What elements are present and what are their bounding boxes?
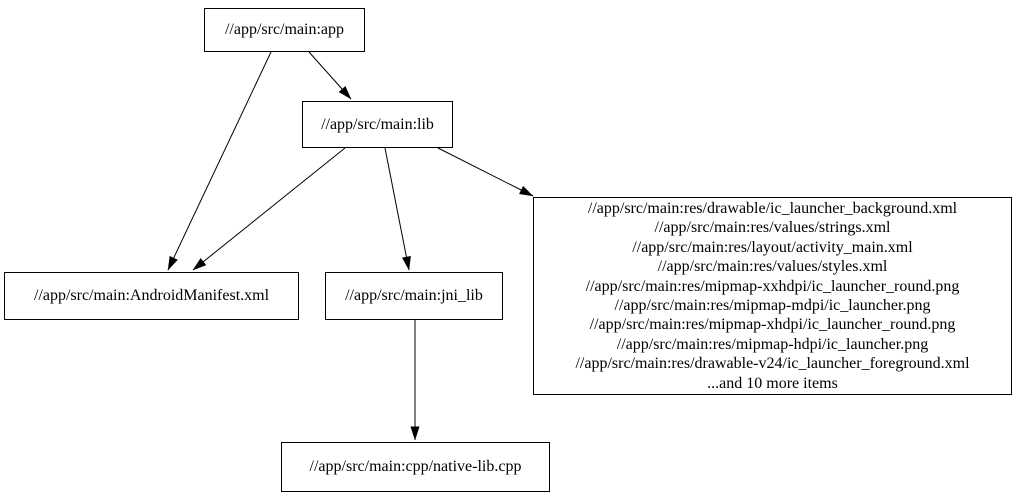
node-app: //app/src/main:app xyxy=(204,8,365,52)
node-android-manifest-label: //app/src/main:AndroidManifest.xml xyxy=(33,287,270,304)
res-file-item: //app/src/main:res/drawable-v24/ic_launc… xyxy=(575,355,970,373)
node-android-manifest: //app/src/main:AndroidManifest.xml xyxy=(4,272,299,320)
res-file-item: //app/src/main:res/values/styles.xml xyxy=(657,258,888,276)
node-app-label: //app/src/main:app xyxy=(224,21,345,38)
node-native-lib-cpp-label: //app/src/main:cpp/native-lib.cpp xyxy=(309,458,522,475)
node-jni-lib: //app/src/main:jni_lib xyxy=(325,272,503,320)
res-file-item: //app/src/main:res/mipmap-xhdpi/ic_launc… xyxy=(589,316,956,334)
res-file-item: //app/src/main:res/layout/activity_main.… xyxy=(632,238,913,256)
node-lib: //app/src/main:lib xyxy=(302,101,453,148)
edge-app-android-manifest xyxy=(167,51,272,271)
res-file-item: //app/src/main:res/mipmap-xxhdpi/ic_laun… xyxy=(585,277,960,295)
node-lib-label: //app/src/main:lib xyxy=(321,115,434,133)
node-res-files: //app/src/main:res/drawable/ic_launcher_… xyxy=(533,197,1012,395)
res-files-more-items: ...and 10 more items xyxy=(707,374,838,392)
res-file-item: //app/src/main:res/mipmap-mdpi/ic_launch… xyxy=(614,297,931,314)
edge-app-lib xyxy=(308,51,352,100)
edge-lib-jni-lib xyxy=(384,147,411,271)
node-jni-lib-label: //app/src/main:jni_lib xyxy=(345,287,483,304)
res-file-item: //app/src/main:res/values/strings.xml xyxy=(654,219,891,237)
edge-lib-res-files xyxy=(437,147,534,197)
edge-lib-android-manifest xyxy=(192,147,346,271)
res-file-item: //app/src/main:res/mipmap-hdpi/ic_launch… xyxy=(616,335,929,353)
node-native-lib-cpp: //app/src/main:cpp/native-lib.cpp xyxy=(281,442,550,492)
res-file-item: //app/src/main:res/drawable/ic_launcher_… xyxy=(587,199,958,217)
